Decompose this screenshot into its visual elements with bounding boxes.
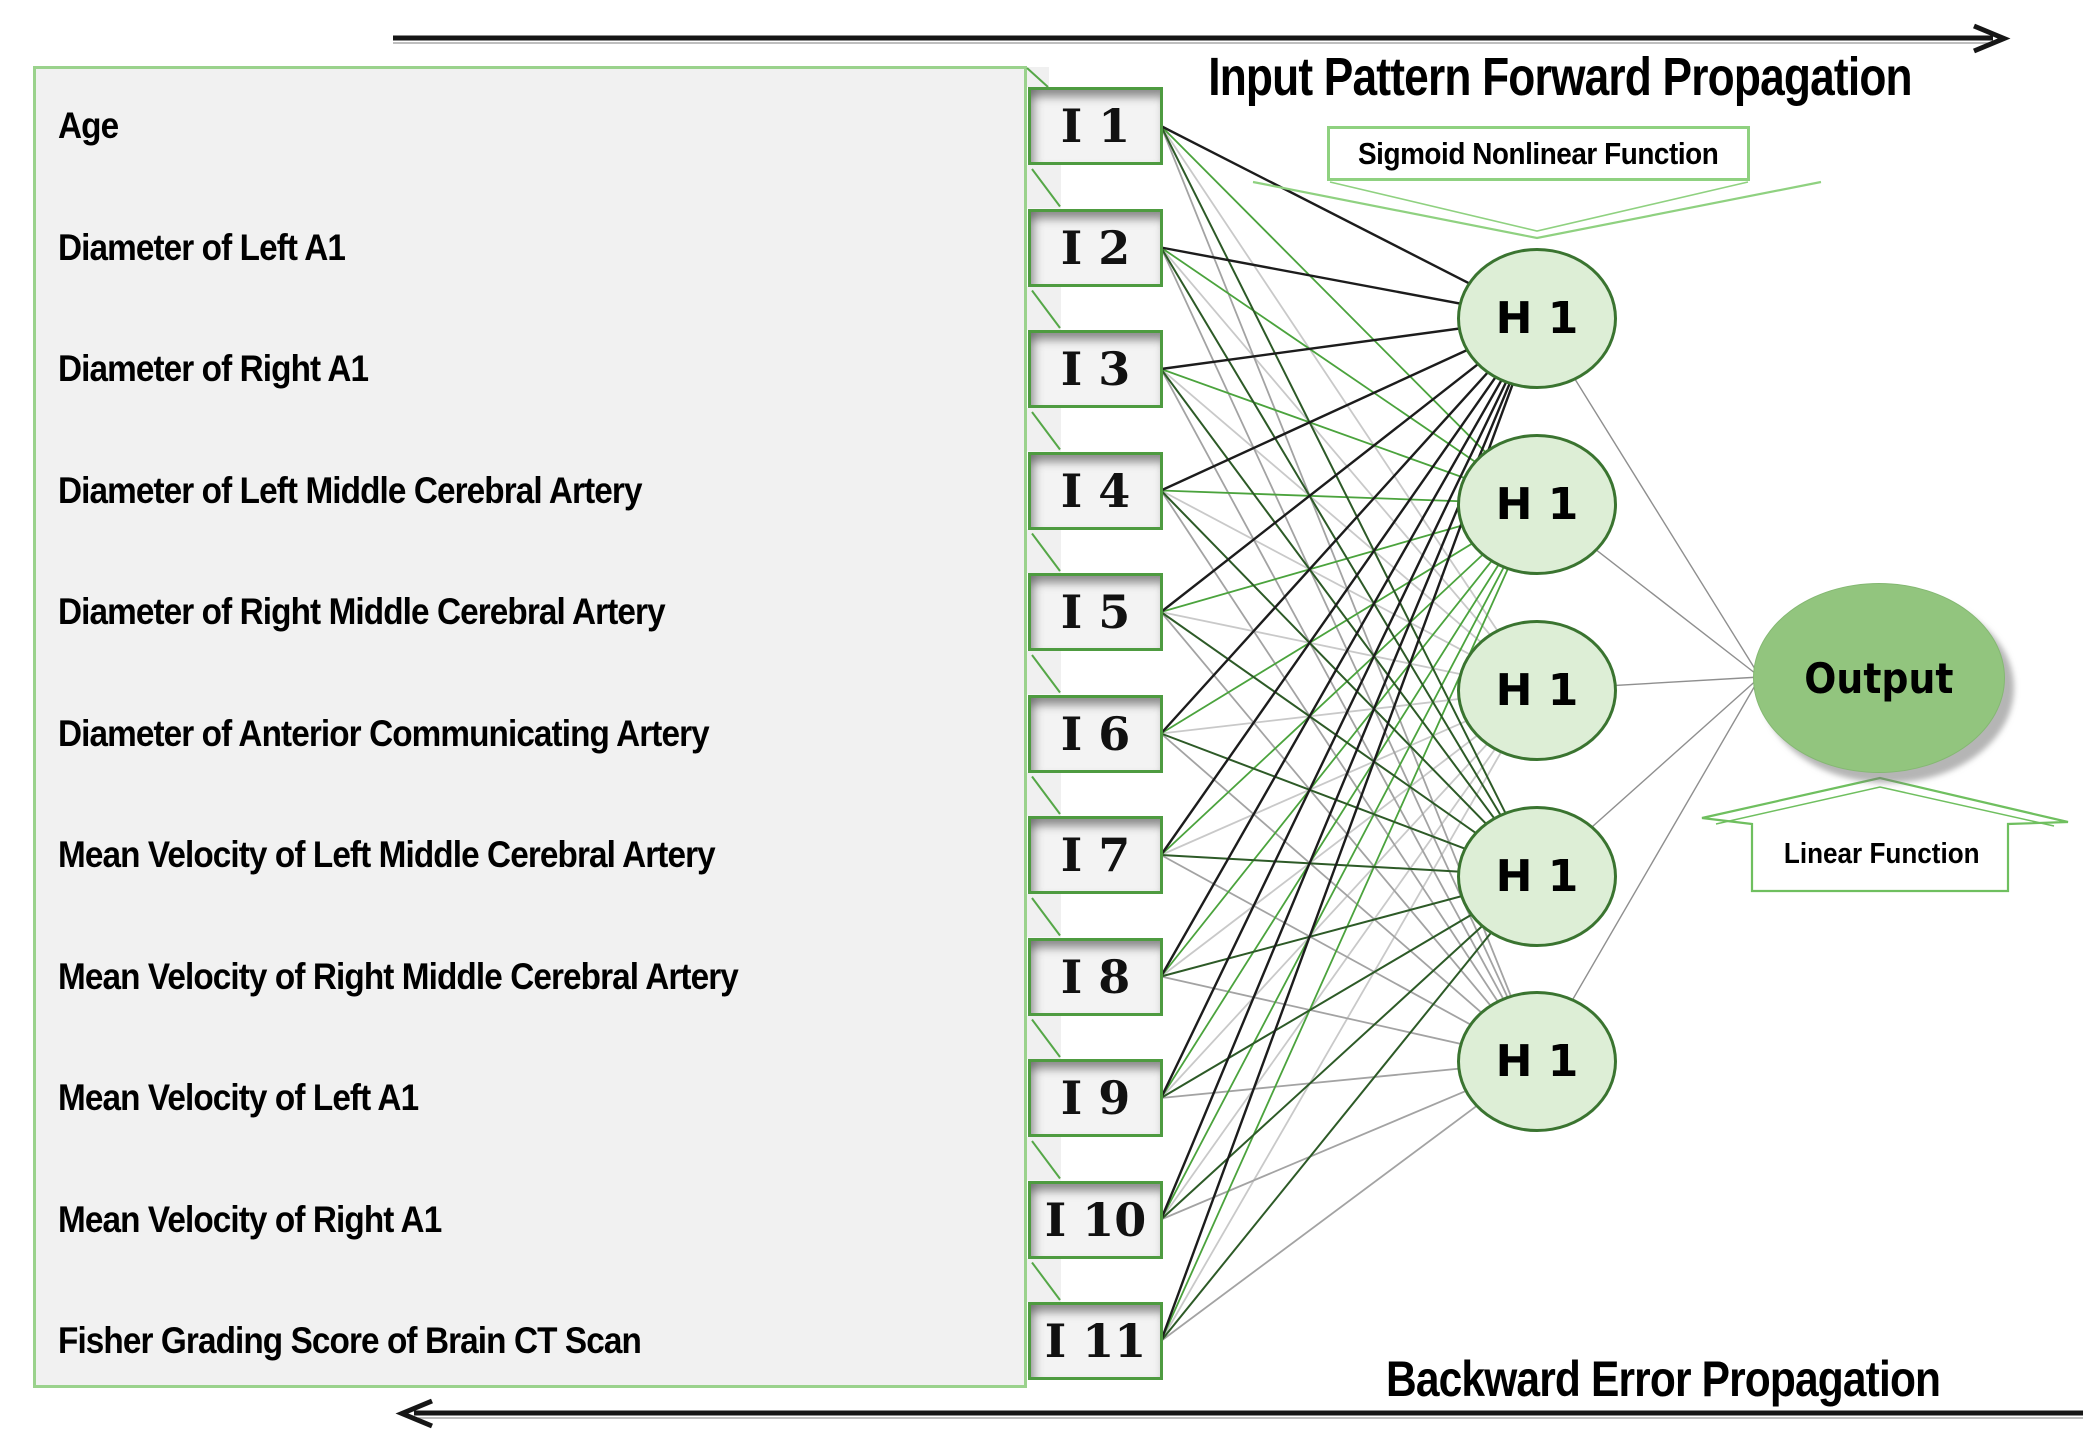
connection-line xyxy=(1160,489,1538,877)
input-node: I 7 xyxy=(1028,816,1163,894)
hidden-node: H 1 xyxy=(1457,990,1617,1132)
output-node: Output xyxy=(1753,583,2005,773)
input-node: I 8 xyxy=(1028,937,1163,1016)
feature-label: Age xyxy=(58,105,119,146)
connection-line xyxy=(1160,368,1538,691)
feature-label: Diameter of Right A1 xyxy=(58,348,369,389)
linear-callout-label: Linear Function xyxy=(1784,838,1980,870)
connection-line xyxy=(1160,875,1538,1221)
sigmoid-callout-label: Sigmoid Nonlinear Function xyxy=(1358,135,1719,171)
hidden-output-line xyxy=(1536,676,1761,1062)
input-node: I 2 xyxy=(1028,208,1163,287)
connection-line xyxy=(1160,317,1538,613)
connection-line xyxy=(1160,246,1538,877)
connection-line xyxy=(1160,689,1538,978)
step-connector xyxy=(1031,532,1061,572)
connection-line xyxy=(1160,503,1538,1099)
linear-up-arrow-inner xyxy=(1715,786,2055,827)
step-connector xyxy=(1031,1140,1061,1180)
connection-line xyxy=(1159,317,1539,978)
connection-line xyxy=(1160,732,1538,1062)
connection-line xyxy=(1160,503,1538,978)
connection-line xyxy=(1160,503,1538,1342)
input-node: I 3 xyxy=(1028,330,1163,408)
input-node: I 4 xyxy=(1028,451,1163,530)
feature-label: Diameter of Right Middle Cerebral Artery xyxy=(58,591,666,632)
input-node: I 10 xyxy=(1028,1180,1163,1259)
sigmoid-callout: Sigmoid Nonlinear Function xyxy=(1327,126,1750,181)
connection-line xyxy=(1160,490,1538,1062)
input-features-panel xyxy=(33,66,1027,1388)
feature-label: Mean Velocity of Right Middle Cerebral A… xyxy=(58,955,739,997)
hidden-node: H 1 xyxy=(1457,805,1617,947)
forward-propagation-label: Input Pattern Forward Propagation xyxy=(1208,47,1912,107)
sigmoid-pointer xyxy=(1252,180,1822,240)
connection-line xyxy=(1160,611,1538,1062)
hidden-node: H 1 xyxy=(1457,619,1617,761)
output-node-label: Output xyxy=(1804,653,1954,703)
backward-propagation-label: Backward Error Propagation xyxy=(1386,1351,1941,1407)
feature-label: Mean Velocity of Left Middle Cerebral Ar… xyxy=(58,834,716,875)
step-connector xyxy=(1031,411,1061,451)
feature-label: Fisher Grading Score of Brain CT Scan xyxy=(58,1320,642,1361)
input-node: I 1 xyxy=(1028,87,1163,165)
linear-up-arrow xyxy=(1701,776,2069,893)
connection-line xyxy=(1159,317,1539,1099)
feature-label: Mean Velocity of Right A1 xyxy=(58,1198,442,1240)
connection-line xyxy=(1160,503,1538,1220)
step-connector xyxy=(1031,1018,1061,1058)
step-connector xyxy=(1031,775,1061,815)
hidden-node: H 1 xyxy=(1457,433,1617,575)
connection-line xyxy=(1160,317,1538,856)
feature-label: Diameter of Left Middle Cerebral Artery xyxy=(58,469,642,511)
connection-line xyxy=(1160,246,1538,691)
forward-arrowhead-icon xyxy=(1973,23,2011,54)
input-node: I 11 xyxy=(1028,1302,1163,1380)
connection-line xyxy=(1160,368,1538,1062)
step-connector xyxy=(1031,897,1061,937)
connection-line xyxy=(1160,503,1538,856)
input-node: I 9 xyxy=(1028,1059,1163,1137)
feature-label: Diameter of Anterior Communicating Arter… xyxy=(58,712,710,754)
step-connector xyxy=(1031,654,1061,694)
connection-line xyxy=(1160,125,1538,691)
hidden-node: H 1 xyxy=(1457,247,1617,389)
connection-line xyxy=(1160,125,1538,877)
connection-line xyxy=(1160,368,1538,877)
connection-line xyxy=(1160,875,1538,1342)
connection-line xyxy=(1160,1060,1538,1342)
sigmoid-pointer-inner xyxy=(1329,181,1749,232)
backward-arrowhead-icon xyxy=(395,1398,433,1429)
connection-line xyxy=(1160,689,1538,1099)
input-node: I 6 xyxy=(1028,694,1163,773)
step-connector xyxy=(1031,168,1061,208)
connection-line xyxy=(1160,247,1538,1062)
feature-label: Diameter of Left A1 xyxy=(58,226,346,268)
connection-line xyxy=(1160,689,1538,1221)
connection-line xyxy=(1160,689,1538,1342)
connection-line xyxy=(1160,317,1538,735)
connection-line xyxy=(1160,125,1538,505)
feature-label: Mean Velocity of Left A1 xyxy=(58,1077,419,1118)
step-connector xyxy=(1031,1261,1061,1301)
linear-callout: Linear Function xyxy=(1762,838,2002,871)
input-node: I 5 xyxy=(1028,573,1163,651)
step-connector xyxy=(1026,67,1049,88)
step-connector xyxy=(1031,289,1061,329)
